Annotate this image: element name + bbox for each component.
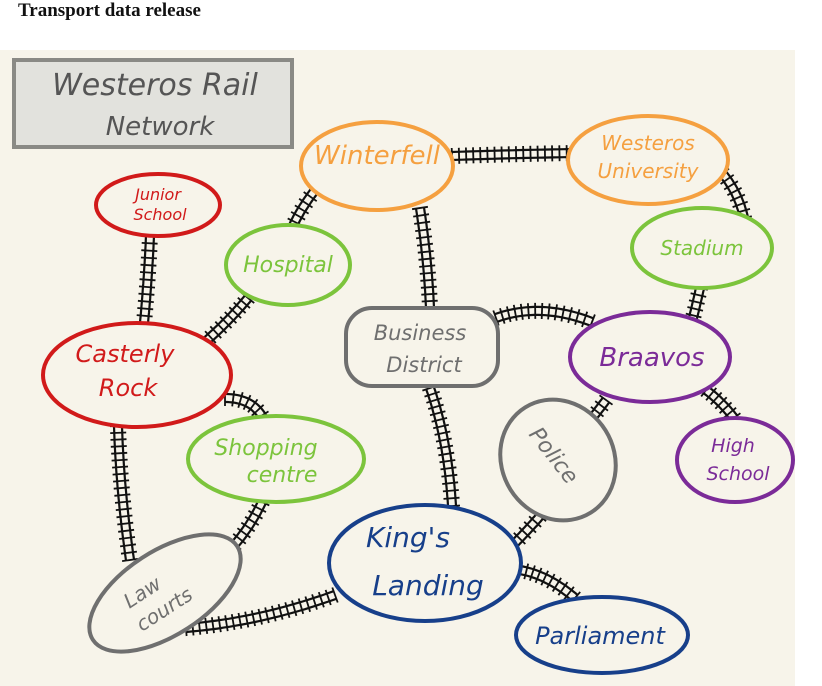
diagram-title-line1: Westeros Rail [52, 68, 258, 103]
station-shopping-centre[interactable]: Shopping centre [186, 414, 366, 504]
station-label-line2: District [386, 353, 462, 377]
track-business-braavos [492, 302, 596, 330]
station-label: Hospital [243, 253, 333, 278]
track-winterfell-business [411, 205, 439, 310]
title-frame [12, 58, 294, 149]
station-label-line2: Rock [99, 374, 159, 402]
station-label-line2: School [706, 463, 770, 485]
track-business-kingslanding [422, 384, 461, 508]
station-law-courts[interactable]: Law courts [70, 511, 260, 675]
station-westeros-university[interactable]: Westeros University [566, 114, 730, 206]
diagram-title-line2: Network [106, 112, 216, 142]
station-high-school[interactable]: High School [675, 416, 795, 504]
station-label: Stadium [660, 236, 743, 260]
rail-network-diagram: Westeros Rail Network Winterfell Westero… [0, 50, 795, 686]
station-label-line1: Junior [132, 185, 182, 204]
track-casterly-lawcourts [109, 424, 139, 562]
station-casterly-rock[interactable]: Casterly Rock [41, 321, 233, 429]
station-label-line1: Business [374, 321, 467, 345]
station-label-line1: King's [366, 521, 450, 554]
station-label-line1: High [711, 435, 755, 457]
station-label: Winterfell [314, 141, 441, 171]
diagram-title-box: Westeros Rail Network [12, 58, 294, 149]
station-winterfell[interactable]: Winterfell [299, 120, 455, 212]
station-parliament[interactable]: Parliament [514, 595, 690, 675]
station-business-district[interactable]: Business District [344, 306, 500, 388]
station-label: Parliament [535, 622, 666, 650]
station-police[interactable]: Police [478, 378, 639, 543]
track-winterfell-university [450, 144, 575, 165]
station-label: Braavos [599, 343, 704, 373]
station-kings-landing[interactable]: King's Landing [327, 503, 523, 623]
station-label-line1: Casterly [76, 340, 176, 368]
track-lawcourts-kingslanding [184, 587, 339, 637]
station-label-line2: University [598, 159, 700, 183]
station-junior-school[interactable]: Junior School [94, 172, 222, 238]
track-junior-casterly [135, 234, 159, 325]
station-label-line2: centre [247, 463, 318, 488]
station-braavos[interactable]: Braavos [568, 310, 732, 404]
rail-network-svg: Westeros Rail Network Winterfell Westero… [12, 58, 795, 675]
page-title: Transport data release [18, 0, 201, 21]
station-label-line1: Shopping [214, 436, 317, 461]
station-stadium[interactable]: Stadium [630, 206, 774, 290]
station-label-line2: Landing [372, 569, 484, 602]
station-label-line1: Westeros [601, 131, 695, 155]
station-label-line2: School [133, 205, 187, 224]
station-hospital[interactable]: Hospital [224, 223, 352, 307]
